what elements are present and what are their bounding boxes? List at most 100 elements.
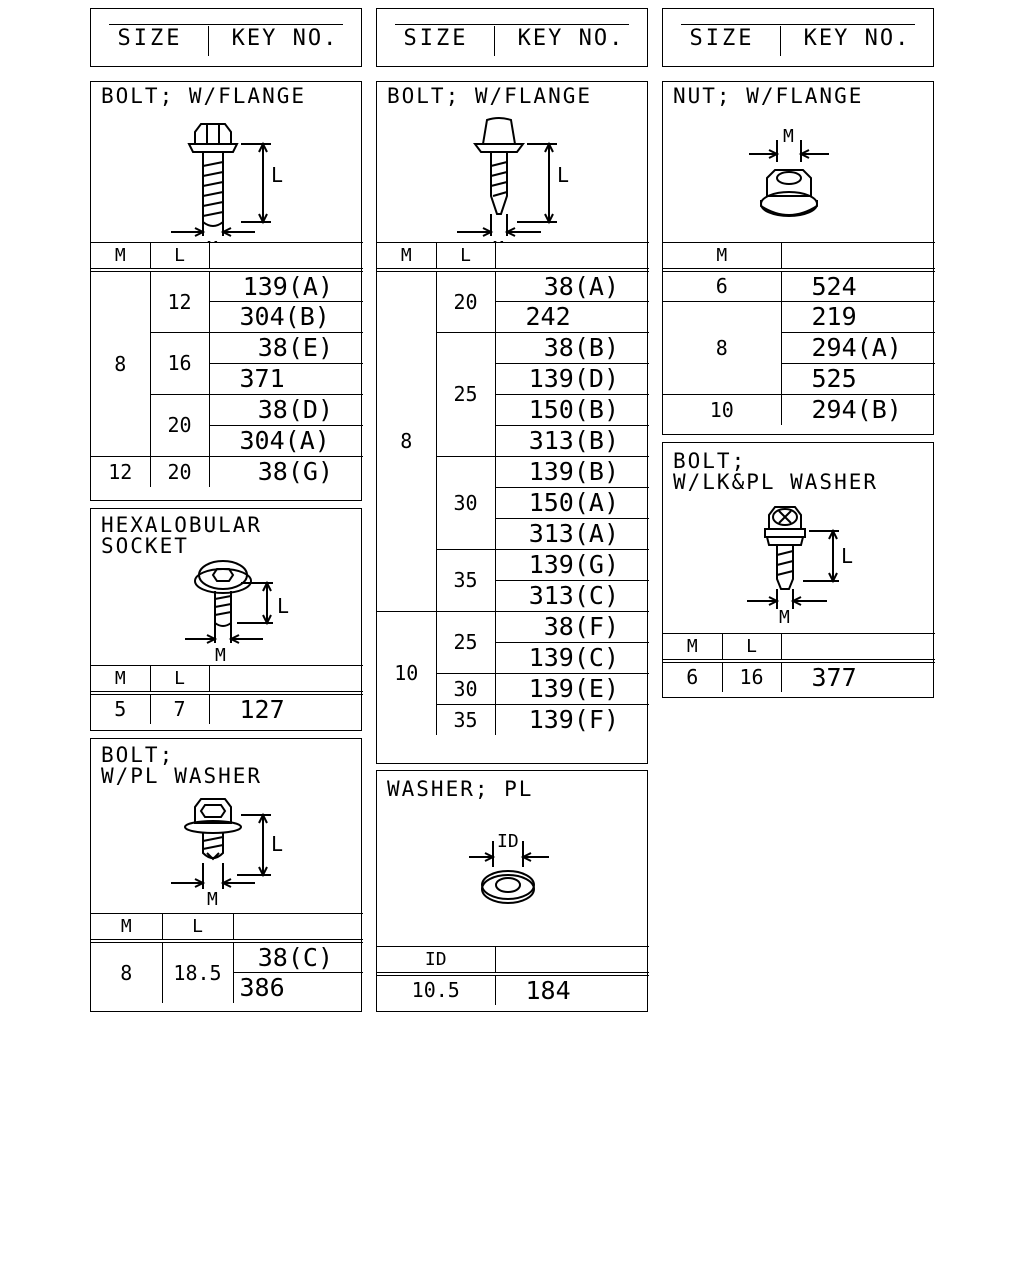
cell-l: 35 (435, 548, 496, 612)
bolt-flange-table-2: M L 8 20 38(A) 242 25 38(B) 139(D) 150(B… (377, 242, 649, 735)
col-l: L (149, 665, 210, 695)
dim-l-label: L (277, 594, 289, 618)
dim-l-label: L (271, 832, 283, 856)
key-no-label: KEY NO. (803, 26, 911, 51)
col-key (208, 665, 363, 695)
key-no-cell: 139(C) (494, 641, 649, 674)
dim-m-label: M (779, 607, 790, 625)
cell-m: 12 (91, 455, 151, 487)
cell-l: 30 (435, 455, 496, 550)
bolt-lk-pl-washer-panel: BOLT; W/LK&PL WASHER L M M L 6 (662, 442, 935, 698)
nut-flange-table: M 6 524 8 219 294(A) 525 10 294(B) (663, 242, 935, 425)
key-no-cell: 524 (780, 269, 935, 302)
dim-m-label: M (215, 645, 226, 665)
dim-l-label: L (557, 163, 569, 187)
key-no-cell: 304(B) (208, 300, 363, 333)
panel-title: HEXALOBULAR SOCKET (101, 513, 263, 558)
key-no-cell: 139(G) (494, 548, 649, 581)
size-key-header-2: SIZE KEY NO. (376, 8, 648, 67)
cell-l: 30 (435, 672, 496, 705)
nut-flange-panel: NUT; W/FLANGE M M 6 524 8 219 294(A) 525 (662, 81, 935, 435)
col-key (780, 633, 935, 663)
dim-m-label: M (207, 238, 218, 242)
key-no-cell: 219 (780, 300, 935, 333)
hexalobular-bolt-icon: L M (185, 560, 289, 665)
cell-l: 20 (149, 393, 210, 457)
key-no-cell: 139(B) (494, 455, 649, 488)
flange-nut-icon: M (749, 126, 829, 217)
hexalobular-socket-panel: HEXALOBULAR SOCKET L M M L 5 7 127 (90, 508, 363, 731)
key-no-cell: 139(D) (494, 362, 649, 395)
key-no-cell: 386 (232, 971, 363, 1003)
key-no-cell: 304(A) (208, 424, 363, 457)
col-key (494, 242, 649, 272)
dim-m-label: M (783, 126, 794, 147)
cell-l: 18.5 (161, 940, 234, 1003)
key-no-cell: 294(B) (780, 393, 935, 425)
col-m: M (91, 242, 151, 272)
panel-title: BOLT; W/FLANGE (387, 84, 593, 108)
bolt-pl-washer-table: M L 8 18.5 38(C) 386 (91, 913, 363, 1003)
key-no-label: KEY NO. (517, 26, 625, 51)
cell-l: 16 (149, 331, 210, 395)
cell-l: 25 (435, 331, 496, 457)
bolt-pl-washer-panel: BOLT; W/PL WASHER L M M L 8 18.5 (90, 738, 363, 1012)
key-no-cell: 38(C) (232, 940, 363, 973)
flange-bolt-icon: L M (457, 117, 569, 242)
key-no-cell: 127 (208, 692, 363, 724)
col-l: L (161, 913, 234, 943)
key-no-cell: 313(B) (494, 424, 649, 457)
key-no-cell: 294(A) (780, 331, 935, 364)
col-key (208, 242, 363, 272)
col-m: M (91, 913, 163, 943)
key-no-cell: 38(D) (208, 393, 363, 426)
cell-l: 35 (435, 703, 496, 735)
cell-m: 8 (91, 269, 151, 457)
key-no-cell: 184 (494, 973, 649, 1005)
panel-title: NUT; W/FLANGE (673, 84, 864, 108)
hexalobular-table: M L 5 7 127 (91, 665, 363, 724)
key-no-cell: 150(B) (494, 393, 649, 426)
col-key (494, 946, 649, 976)
size-key-header-1: SIZE KEY NO. (90, 8, 362, 67)
bolt-flange-panel-2: BOLT; W/FLANGE L M M L 8 20 38(A) (376, 81, 649, 764)
key-no-cell: 150(A) (494, 486, 649, 519)
key-no-cell: 242 (494, 300, 649, 333)
flange-bolt-icon: L M (171, 123, 283, 242)
key-no-cell: 38(B) (494, 331, 649, 364)
cell-m: 8 (377, 269, 437, 612)
size-label: SIZE (689, 26, 755, 51)
size-label: SIZE (117, 26, 183, 51)
col-l: L (149, 242, 210, 272)
key-no-cell: 38(E) (208, 331, 363, 364)
key-no-cell: 139(A) (208, 269, 363, 302)
col-l: L (721, 633, 782, 663)
bolt-flange-panel-1: BOLT; W/FLANGE L M M L 8 12 139(A) (90, 81, 363, 501)
col-m: M (663, 242, 782, 272)
cell-l: 12 (149, 269, 210, 333)
washer-icon: ID (469, 831, 549, 904)
dim-l-label: L (271, 163, 283, 187)
col-m: M (91, 665, 151, 695)
washer-pl-table: ID 10.5 184 (377, 946, 649, 1005)
key-no-cell: 38(G) (208, 455, 363, 487)
dim-m-label: M (207, 889, 218, 907)
cell-l: 20 (435, 269, 496, 333)
key-no-cell: 525 (780, 362, 935, 395)
key-no-cell: 38(F) (494, 610, 649, 643)
key-no-cell: 377 (780, 660, 935, 692)
dim-l-label: L (841, 544, 853, 568)
panel-title: BOLT; W/PL WASHER (101, 743, 263, 788)
cell-m: 6 (663, 660, 723, 692)
bolt-flange-table-1: M L 8 12 139(A) 304(B) 16 38(E) 371 20 3… (91, 242, 363, 487)
key-no-cell: 313(C) (494, 579, 649, 612)
key-no-label: KEY NO. (231, 26, 339, 51)
size-key-header-3: SIZE KEY NO. (662, 8, 934, 67)
cell-l: 7 (149, 692, 210, 724)
col-key (232, 913, 363, 943)
cell-m: 5 (91, 692, 151, 724)
pl-washer-bolt-icon: L M (171, 798, 283, 907)
size-label: SIZE (403, 26, 469, 51)
key-no-cell: 313(A) (494, 517, 649, 550)
key-no-cell: 139(F) (494, 703, 649, 735)
